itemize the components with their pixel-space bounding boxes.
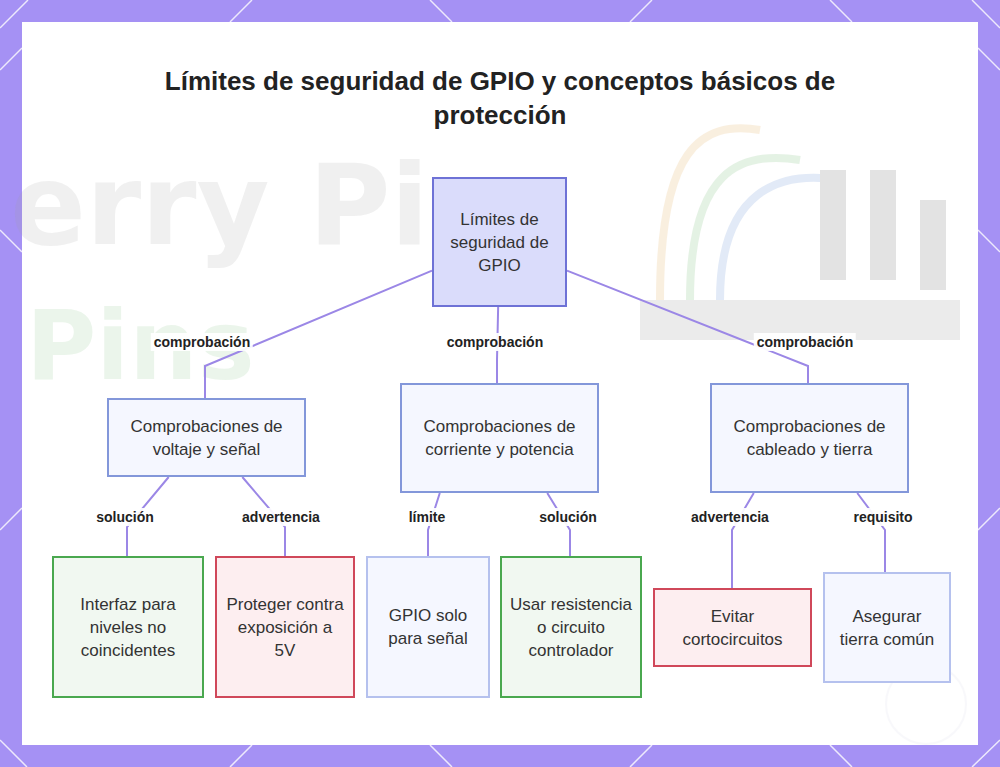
edge-label: advertencia bbox=[239, 508, 323, 526]
edge-label: comprobación bbox=[444, 333, 546, 351]
node-text: Evitar cortocircuitos bbox=[663, 605, 802, 651]
limit-box: GPIO solo para señal bbox=[366, 556, 490, 698]
edge-label: advertencia bbox=[688, 508, 772, 526]
edge-label: comprobación bbox=[151, 333, 253, 351]
connector-line bbox=[567, 271, 808, 383]
connector-line bbox=[857, 493, 885, 572]
requirement-box: Asegurar tierra común bbox=[823, 572, 951, 683]
warning-box: Proteger contra exposición a 5V bbox=[215, 556, 355, 698]
node-text: GPIO solo para señal bbox=[376, 604, 480, 650]
category-box: Comprobaciones de voltaje y señal bbox=[107, 398, 306, 477]
node-text: Comprobaciones de cableado y tierra bbox=[720, 415, 899, 461]
node-text: Asegurar tierra común bbox=[833, 605, 941, 651]
connector bbox=[857, 493, 885, 572]
category-box: Comprobaciones de corriente y potencia bbox=[400, 383, 599, 493]
node-text: Proteger contra exposición a 5V bbox=[225, 593, 345, 662]
node-text: Comprobaciones de voltaje y señal bbox=[117, 415, 296, 461]
warning-box: Evitar cortocircuitos bbox=[653, 588, 812, 667]
diagram-title: Límites de seguridad de GPIO y conceptos… bbox=[150, 64, 850, 132]
connector bbox=[567, 271, 808, 383]
edge-label: límite bbox=[406, 508, 449, 526]
solution-box: Usar resistencia o circuito controlador bbox=[500, 556, 642, 698]
category-box: Comprobaciones de cableado y tierra bbox=[710, 383, 909, 493]
root-box: Límites de seguridad de GPIO bbox=[432, 177, 567, 307]
edge-label: requisito bbox=[850, 508, 915, 526]
watermark-text: erry Pi bbox=[10, 140, 429, 270]
node-text: Interfaz para niveles no coincidentes bbox=[62, 593, 194, 662]
solution-box: Interfaz para niveles no coincidentes bbox=[52, 556, 204, 698]
node-text: Usar resistencia o circuito controlador bbox=[510, 593, 632, 662]
edge-label: solución bbox=[93, 508, 157, 526]
edge-label: solución bbox=[536, 508, 600, 526]
node-text: Comprobaciones de corriente y potencia bbox=[410, 415, 589, 461]
node-text: Límites de seguridad de GPIO bbox=[442, 208, 557, 277]
edge-label: comprobación bbox=[754, 333, 856, 351]
